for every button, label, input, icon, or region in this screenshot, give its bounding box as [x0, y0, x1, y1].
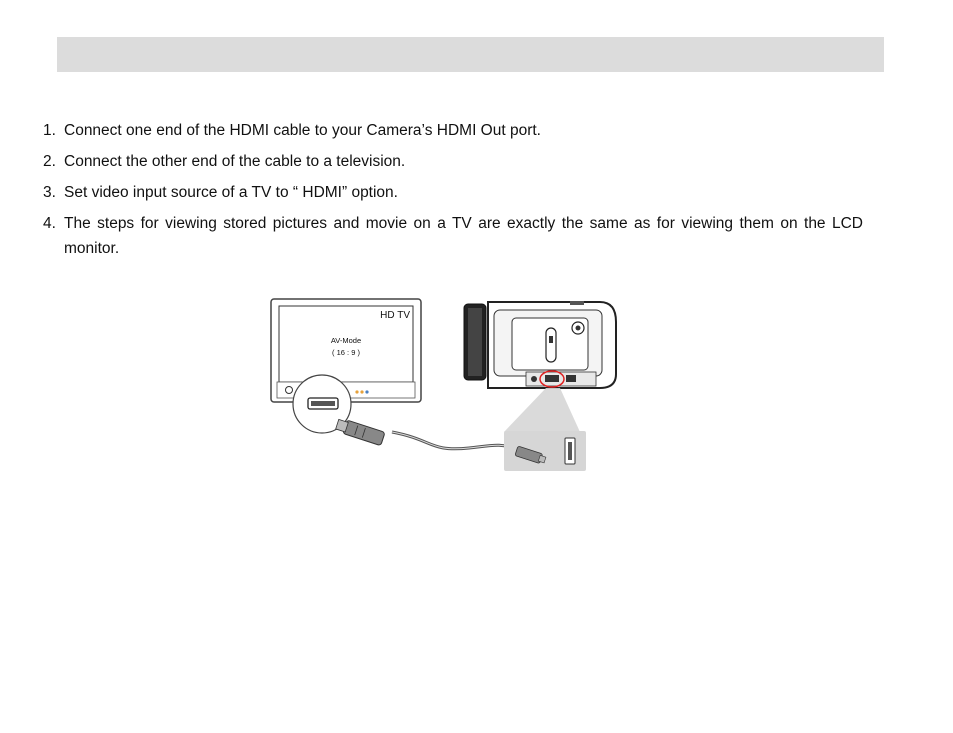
- step-text: Connect one end of the HDMI cable to you…: [64, 122, 541, 139]
- header-bar: [57, 37, 884, 72]
- step-text: The steps for viewing stored pictures an…: [64, 215, 863, 257]
- tv-label: HD TV: [380, 310, 410, 321]
- step-number: 4.: [43, 215, 56, 232]
- tv-illustration: HD TV AV-Mode ( 16 : 9 ): [270, 298, 422, 403]
- camcorder-illustration: [463, 301, 617, 389]
- tv-mode-text: AV-Mode: [331, 336, 361, 345]
- hdmi-connection-illustration: HD TV AV-Mode ( 16 : 9 ): [264, 292, 624, 477]
- tv-ratio-text: ( 16 : 9 ): [332, 348, 360, 357]
- step-number: 3.: [43, 184, 56, 201]
- instruction-step: 2. Connect the other end of the cable to…: [43, 149, 863, 175]
- instruction-list: 1. Connect one end of the HDMI cable to …: [43, 118, 863, 266]
- connector-callout: [504, 388, 586, 471]
- instruction-step: 4. The steps for viewing stored pictures…: [43, 211, 863, 261]
- step-text: Connect the other end of the cable to a …: [64, 153, 406, 170]
- step-number: 1.: [43, 122, 56, 139]
- hdmi-port-zoom: [292, 374, 352, 434]
- instruction-step: 1. Connect one end of the HDMI cable to …: [43, 118, 863, 144]
- step-number: 2.: [43, 153, 56, 170]
- step-text: Set video input source of a TV to “ HDMI…: [64, 184, 398, 201]
- hdmi-cable: [335, 418, 517, 452]
- instruction-step: 3. Set video input source of a TV to “ H…: [43, 180, 863, 206]
